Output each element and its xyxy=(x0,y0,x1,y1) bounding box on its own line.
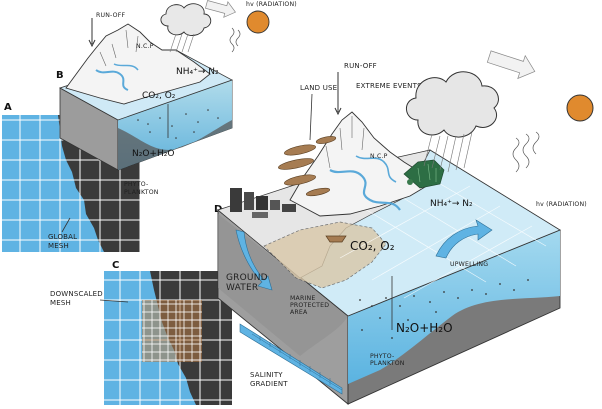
boat-icon xyxy=(325,235,347,243)
forest-icon xyxy=(403,159,445,189)
upwelling-arrow-icon xyxy=(435,219,493,259)
radiation-b-label: hv (RADIATION) xyxy=(246,1,297,8)
land-use-pointer xyxy=(309,93,313,141)
mesh-c-fine-grid xyxy=(142,300,202,362)
city-buildings-icon xyxy=(230,188,296,218)
ncp-b-label: N.C.P xyxy=(136,43,154,50)
block-b-river xyxy=(95,69,129,91)
block-d-water-section xyxy=(348,230,560,384)
ncp-d-label: N.C.P xyxy=(370,153,388,160)
block-d-mountain-ridges xyxy=(325,116,365,169)
phyto-b-label: PHYTO-PLANKTON xyxy=(124,181,159,196)
sun-d-icon xyxy=(566,94,594,122)
block-d-particles xyxy=(359,279,529,339)
block-d-river-2 xyxy=(355,155,397,183)
panel-c-letter: C xyxy=(112,260,119,271)
runoff-d-label: RUN-OFF xyxy=(344,62,377,70)
nh4-b-label: NH₄⁺→ N₂ xyxy=(176,67,219,77)
block-d-land-section xyxy=(218,214,348,356)
groundwater-arrow-icon xyxy=(235,229,273,291)
radiation-d-waves-icon xyxy=(512,131,540,173)
salinity-gradient xyxy=(239,323,343,395)
block-d-sea-grid xyxy=(339,171,547,299)
panel-d-coastal-block: D xyxy=(214,50,594,405)
co2-b-label: CO₂, O₂ xyxy=(142,91,176,101)
panel-a-letter: A xyxy=(4,102,12,113)
land-use-label: LAND USE xyxy=(300,84,337,92)
panel-b-coastal-block: B RUN-OFF N.C.P NH₄⁺→ N₂ CO₂, O₂ N₂O+H₂O xyxy=(56,0,297,196)
cloud-b-icon xyxy=(160,3,212,53)
runoff-b-label: RUN-OFF xyxy=(96,12,125,19)
block-b-seabed xyxy=(118,120,232,170)
co2-d-label: CO₂, O₂ xyxy=(350,239,395,253)
nh4-d-label: NH₄⁺→ N₂ xyxy=(430,199,473,209)
phyto-d-label: PHYTO-PLANKTON xyxy=(370,353,405,367)
radiation-b-waves-icon xyxy=(229,27,241,53)
wind-d-arrow-icon xyxy=(486,50,536,80)
sun-b-icon xyxy=(246,10,270,34)
block-b-mountain-ridges xyxy=(99,29,139,67)
upwelling-label: UPWELLING xyxy=(450,261,488,268)
n2o-b-label: N₂O+H₂O xyxy=(132,149,174,159)
block-b-river-2 xyxy=(113,63,139,71)
radiation-d-label: hv (RADIATION) xyxy=(536,201,587,208)
cloud-d-icon xyxy=(406,71,499,173)
block-d-river xyxy=(329,168,401,211)
n2o-d-label: N₂O+H₂O xyxy=(396,321,453,335)
downscaled-pointer xyxy=(99,299,129,303)
block-b-particles xyxy=(137,109,219,139)
agriculture-fields xyxy=(278,136,337,197)
marine-protected-area xyxy=(263,221,387,289)
extreme-events-label: EXTREME EVENTS xyxy=(356,82,422,90)
global-mesh-pointer xyxy=(61,217,71,233)
block-b-mountain xyxy=(65,23,211,105)
wind-b-arrow-icon xyxy=(205,0,236,18)
panel-b-letter: B xyxy=(56,70,64,81)
